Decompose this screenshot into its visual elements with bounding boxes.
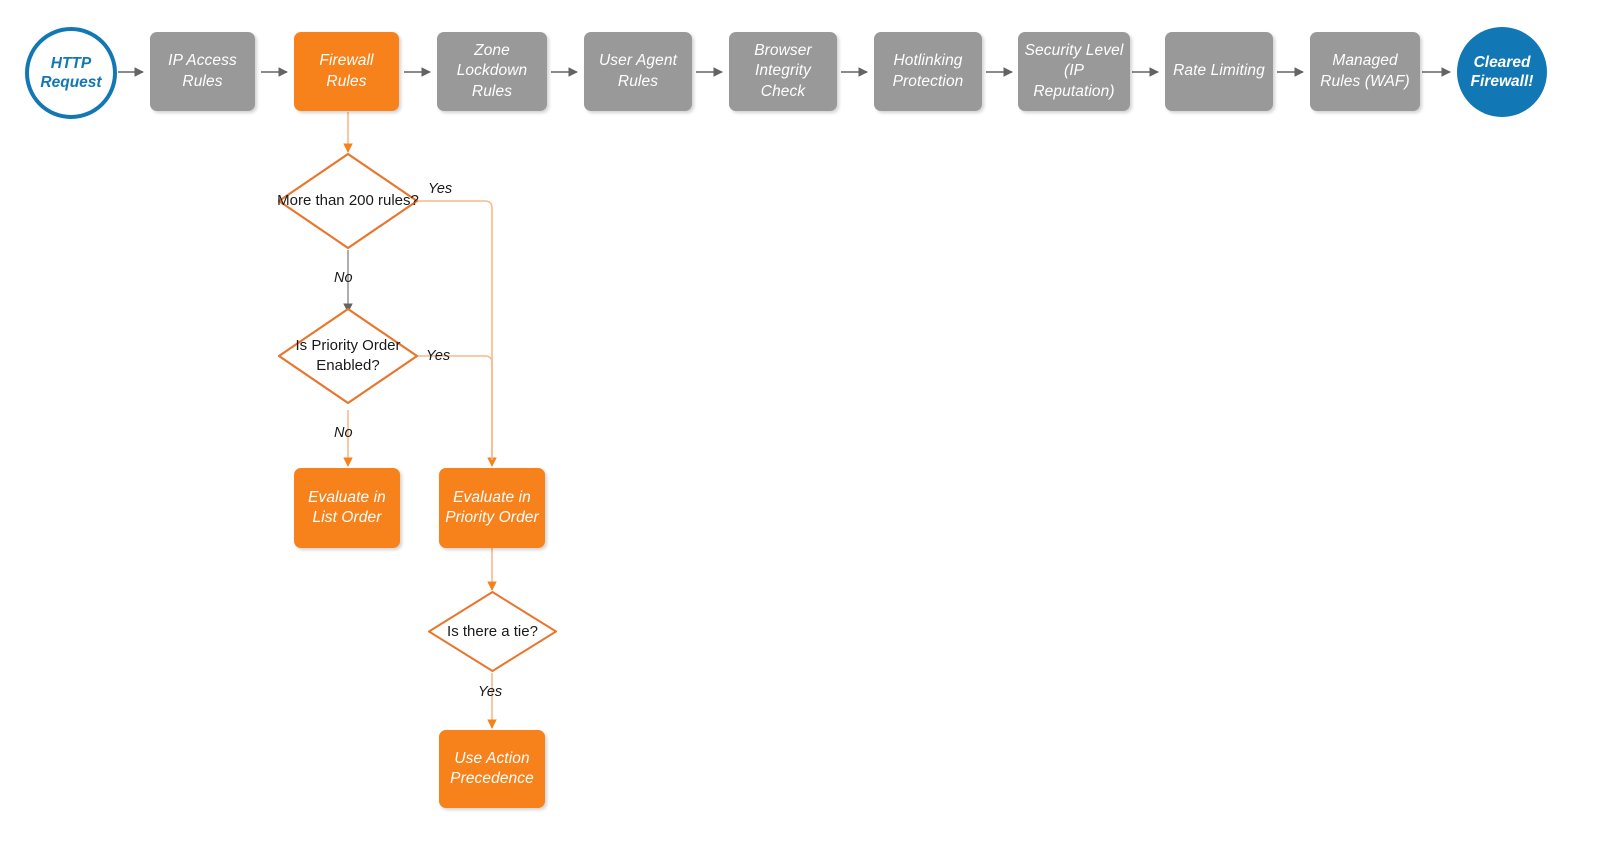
node-evaluate-priority-order-label: Evaluate in Priority Order <box>445 488 539 526</box>
decision-is-priority-order-enabled-label: Is Priority Order Enabled? <box>295 337 401 374</box>
node-rate-limiting[interactable]: Rate Limiting <box>1165 32 1273 111</box>
node-cleared-firewall-label: Cleared Firewall! <box>1470 53 1534 90</box>
node-user-agent-rules-label: User Agent Rules <box>599 52 677 90</box>
node-managed-rules-waf[interactable]: Managed Rules (WAF) <box>1310 32 1420 111</box>
node-browser-integrity-check[interactable]: Browser Integrity Check <box>729 32 837 111</box>
node-http-request[interactable]: HTTP Request <box>25 27 117 119</box>
node-zone-lockdown-rules-label: Zone Lockdown Rules <box>456 42 528 100</box>
node-evaluate-priority-order[interactable]: Evaluate in Priority Order <box>439 468 545 548</box>
decision-is-there-a-tie[interactable]: Is there a tie? <box>427 590 558 673</box>
edge-label-rules-no: No <box>334 270 353 286</box>
node-hotlinking-protection-label: Hotlinking Protection <box>892 52 964 90</box>
decision-is-priority-order-enabled[interactable]: Is Priority Order Enabled? <box>277 307 419 405</box>
decision-more-than-200-rules-label: More than 200 rules? <box>277 192 419 210</box>
node-security-level[interactable]: Security Level (IP Reputation) <box>1018 32 1130 111</box>
node-ip-access-rules-label: IP Access Rules <box>168 52 237 90</box>
node-managed-rules-waf-label: Managed Rules (WAF) <box>1320 52 1410 90</box>
node-use-action-precedence[interactable]: Use Action Precedence <box>439 730 545 808</box>
node-hotlinking-protection[interactable]: Hotlinking Protection <box>874 32 982 111</box>
node-use-action-precedence-label: Use Action Precedence <box>450 749 534 787</box>
node-firewall-rules[interactable]: Firewall Rules <box>294 32 399 111</box>
node-zone-lockdown-rules[interactable]: Zone Lockdown Rules <box>437 32 547 111</box>
decision-more-than-200-rules[interactable]: More than 200 rules? <box>277 152 419 250</box>
node-http-request-label: HTTP Request <box>40 54 102 91</box>
node-rate-limiting-label: Rate Limiting <box>1173 62 1265 80</box>
node-evaluate-list-order-label: Evaluate in List Order <box>308 488 386 526</box>
edge-label-tie-yes: Yes <box>478 684 503 700</box>
edge-label-rules-yes: Yes <box>428 181 453 197</box>
edge-label-priority-yes: Yes <box>426 348 451 364</box>
node-user-agent-rules[interactable]: User Agent Rules <box>584 32 692 111</box>
node-firewall-rules-label: Firewall Rules <box>319 52 374 90</box>
node-security-level-label: Security Level (IP Reputation) <box>1024 42 1124 100</box>
node-browser-integrity-check-label: Browser Integrity Check <box>754 42 812 100</box>
node-cleared-firewall[interactable]: Cleared Firewall! <box>1457 27 1547 117</box>
decision-is-there-a-tie-label: Is there a tie? <box>447 622 538 640</box>
node-evaluate-list-order[interactable]: Evaluate in List Order <box>294 468 400 548</box>
node-ip-access-rules[interactable]: IP Access Rules <box>150 32 255 111</box>
edge-label-priority-no: No <box>334 425 353 441</box>
